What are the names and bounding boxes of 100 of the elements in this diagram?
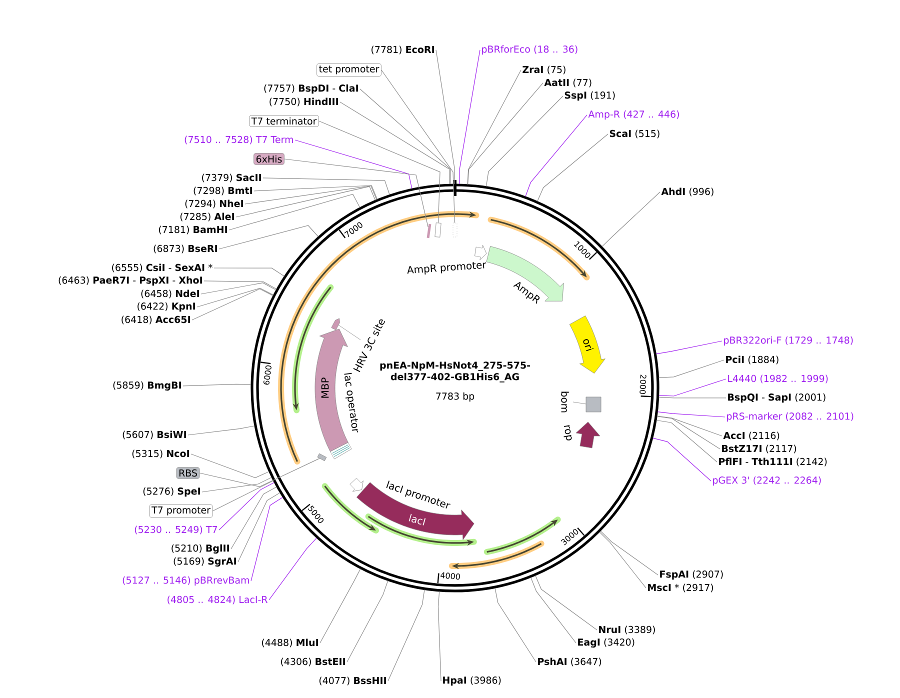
leader-line [360,88,452,184]
leader-line [190,454,270,478]
node-label: rop [564,425,572,440]
leader-line [250,497,284,582]
feature-label-box: T7 promoter [149,504,213,518]
leader-line [525,114,588,197]
primer-label: (7510 .. 7528) T7 Term [184,136,293,144]
plasmid-size: 7783 bp [436,392,474,402]
leader-line [244,185,377,204]
enzyme-site-label: AatII (77) [544,78,592,88]
leader-line [530,577,576,644]
primer-label: (4805 .. 4824) LacI-R [168,596,268,604]
plasmid-name: pnEA-NpM-HsNot4_275-575-del377-402-GB1His6_AG [380,362,530,382]
leader-line [228,194,360,230]
feature-marker [452,222,458,238]
scale-tick: 4000 [437,572,460,584]
enzyme-site-label: (7379) SacII [202,174,261,182]
enzyme-site-label: (5607) BsiWI [122,430,186,440]
primer-label: pRS-marker (2082 .. 2101) [727,412,854,422]
leader-line [656,416,720,450]
leader-line [268,538,317,600]
leader-line [494,588,536,662]
leader-line [602,192,660,247]
primer-label: pBRforEco (18 .. 36) [482,45,578,55]
enzyme-site-label: ScaI (515) [610,130,660,138]
enzyme-site-label: (7750) HindIII [270,98,338,106]
feature-label-box: tet promoter [316,63,382,76]
enzyme-site-label: (6873) BseRI [154,244,217,254]
primer-label: pBR322ori-F (1729 .. 1748) [724,336,853,346]
primer-label: (5127 .. 5146) pBRrevBam [122,576,249,586]
enzyme-site-label: AccI (2116) [723,432,780,440]
leader-line [600,530,658,576]
feature-label-box: T7 terminator [249,115,319,127]
leader-line [192,288,274,320]
feature-marker [434,222,442,238]
leader-line [284,158,428,228]
enzyme-site-label: BspQI - SapI (2001) [728,393,826,403]
enzyme-site-label: PciI (1884) [726,356,778,364]
leader-line [438,591,442,682]
enzyme-site-label: (6422) KpnI [138,302,195,312]
feature-marker [426,224,432,238]
enzyme-site-label: (4306) BstEII [281,658,345,666]
leader-line [535,575,598,630]
leader-line [294,140,412,189]
leader-line [658,360,724,378]
leader-line [200,282,276,294]
enzyme-site-label: (5276) SpeI [143,487,200,497]
scale-tick: 2000 [640,374,651,398]
enzyme-site-label: HpaI (3986) [443,676,501,686]
primer-label: pGEX 3' (2242 .. 2264) [713,476,821,486]
enzyme-site-label: (7294) NheI [185,200,243,208]
primer-label: (5230 .. 5249) T7 [134,526,217,534]
promoter-feature: AmpR promoter [407,244,487,275]
node-label: AmpR promoter [407,262,486,275]
leader-line [230,486,277,550]
enzyme-site-label: (7757) BspDI - ClaI [264,84,358,94]
gene-feature: rop [564,422,600,448]
leader-line [537,134,608,202]
enzyme-site-label: (7298) BmtI [194,186,252,196]
leader-line [218,225,319,250]
enzyme-site-label: (5859) BmgBI [113,381,181,391]
leader-line [486,96,564,187]
enzyme-site-label: SspI (191) [564,91,615,101]
leader-line [599,532,646,588]
leader-line [320,568,361,644]
leader-line [656,340,722,354]
enzyme-site-label: (7781) EcoRI [372,46,434,54]
feature-label-box: 6xHis [254,153,284,165]
leader-line [182,384,252,386]
enzyme-site-label: (6555) CsiI - SexAI* [112,264,213,272]
leader-line [188,426,255,436]
scale-tick: 6000 [260,362,272,385]
enzyme-site-label: ZraI (75) [522,66,566,74]
enzyme-site-label: (5169) SgrAI [174,557,236,567]
enzyme-site-label: PshAI (3647) [538,658,602,666]
leader-line [318,120,440,224]
enzyme-site-label: (7181) BamHI [158,226,227,234]
enzyme-site-label: (6418) Acc65I [122,316,190,324]
enzyme-site-label: EagI (3420) [578,638,634,648]
enzyme-site-label: FspAI (2907) [660,570,723,580]
primer-label: Amp-R (427 .. 446) [588,110,679,120]
leader-line [436,50,455,184]
leader-line [458,50,480,184]
enzyme-site-label: (6458) NdeI [141,290,199,298]
leader-line [238,492,280,562]
enzyme-site-label: (4077) BssHII [319,676,386,686]
leader-line [656,416,722,436]
leader-line [467,70,522,185]
leader-line [236,186,376,218]
leader-line [254,185,378,200]
enzyme-site-label: (5210) BglII [172,544,229,554]
gene-feature: ori [569,316,606,374]
leader-line [381,70,456,224]
leader-line [340,102,450,184]
enzyme-site-label: AhdI (996) [661,188,714,196]
leader-line [346,580,388,662]
feature-label-box: RBS [176,467,200,479]
leader-line [656,420,718,462]
leader-line [388,589,425,682]
enzyme-site-label: (7285) AleI [180,212,234,222]
